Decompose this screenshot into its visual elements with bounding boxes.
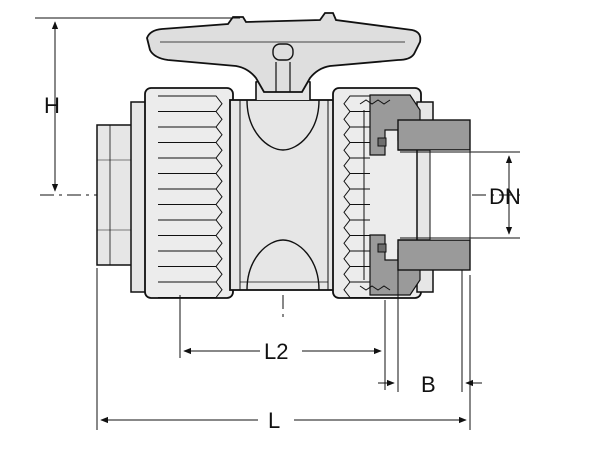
left-nut-ribs bbox=[158, 95, 223, 298]
left-union-nut bbox=[130, 87, 234, 299]
nut-rib bbox=[343, 281, 370, 298]
dimension-label-h: H bbox=[44, 93, 60, 118]
dimension-label-dn: DN bbox=[489, 184, 521, 209]
dimension-label-b: B bbox=[421, 372, 436, 397]
dimension-label-l2: L2 bbox=[264, 339, 288, 364]
right-end-connector bbox=[397, 119, 471, 271]
right-nut-ribs bbox=[343, 95, 370, 298]
l2-label-bg bbox=[260, 338, 302, 364]
dimension-label-l: L bbox=[268, 408, 280, 433]
valve-handle bbox=[146, 12, 422, 93]
nut-rib bbox=[158, 281, 223, 298]
valve-body bbox=[229, 77, 339, 291]
l-label-bg bbox=[258, 407, 294, 433]
